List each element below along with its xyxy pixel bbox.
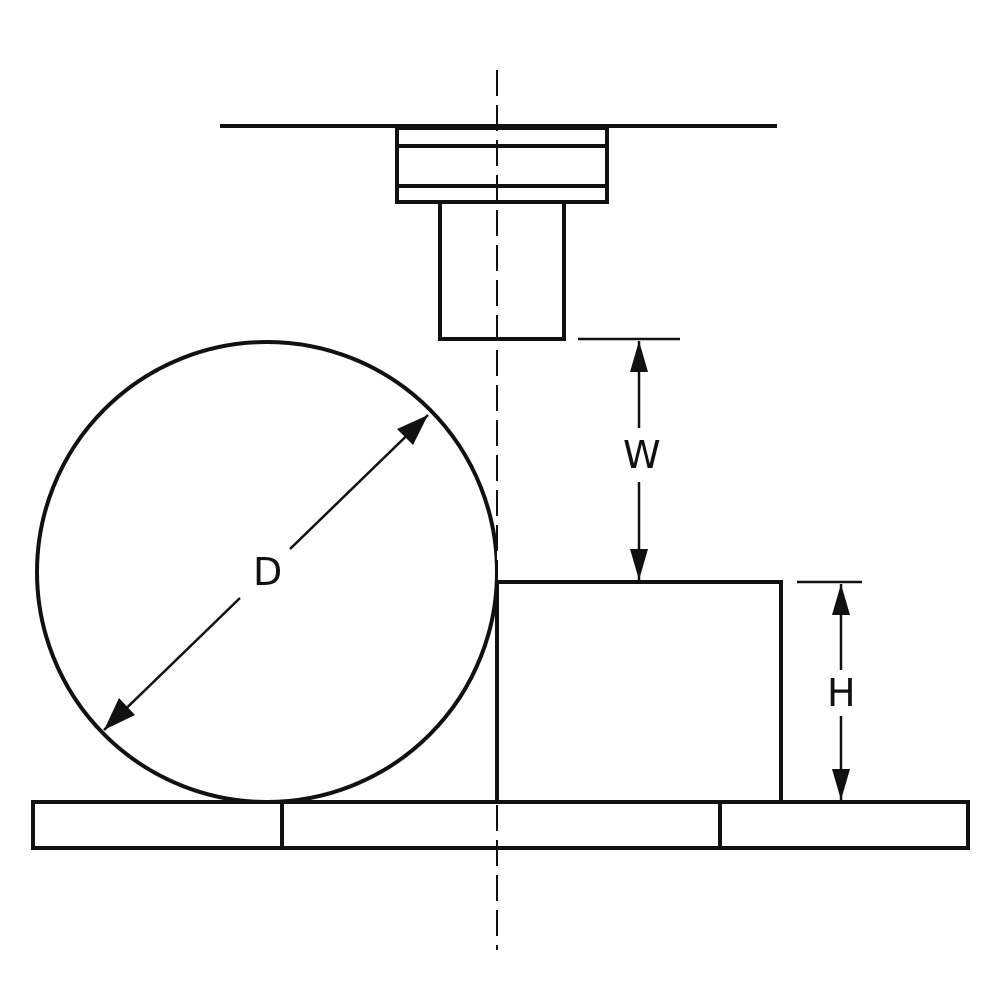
w-label: W [623, 433, 661, 477]
d-arrow-upper [397, 415, 428, 445]
base-plate [31, 800, 970, 850]
punch [438, 200, 566, 341]
h-arrow-upper [832, 584, 850, 615]
w-arrow-lower [630, 549, 648, 580]
d-arrow-lower [104, 698, 135, 730]
d-label: D [253, 550, 282, 594]
d-dimension-line-upper [289, 414, 429, 550]
block [495, 580, 783, 804]
h-arrow-lower [832, 769, 850, 800]
head-flange [395, 126, 609, 204]
w-arrow-upper [630, 341, 648, 372]
h-label: H [827, 671, 856, 715]
